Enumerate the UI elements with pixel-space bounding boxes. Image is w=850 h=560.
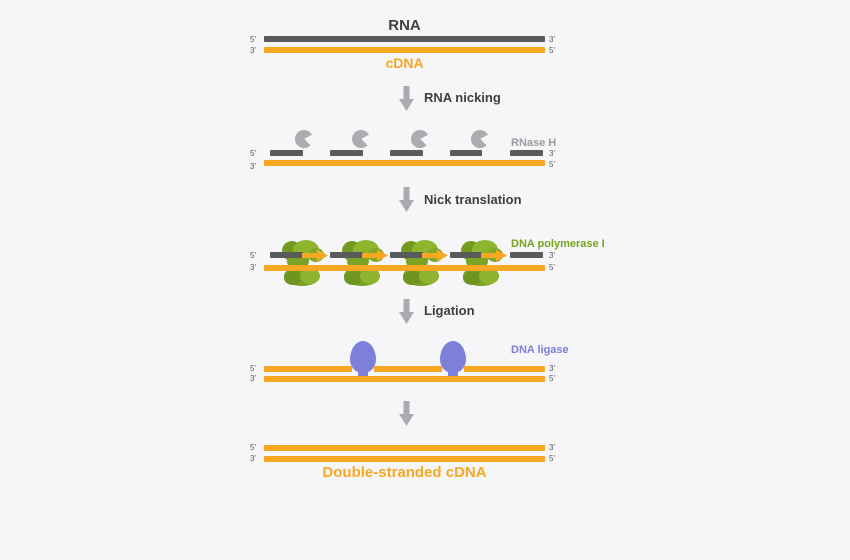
rna-fragment [270,252,303,258]
cdna-strand [264,265,545,271]
new-dna-segment [374,366,442,372]
prime-label: 3' [549,149,555,158]
rna-fragment [330,252,363,258]
prime-label: 3' [250,263,256,272]
rna-fragment [510,252,543,258]
prime-label: 3' [549,251,555,260]
rna-strand [264,36,545,42]
prime-label: 3' [250,162,256,171]
down-arrow-icon [399,299,414,324]
prime-label: 5' [549,454,555,463]
rnase-h-icon [471,130,489,148]
step-label-ligation: Ligation [424,303,475,318]
dna-polymerase-label: DNA polymerase I [511,238,605,250]
prime-label: 5' [250,149,256,158]
step-label-nick-translation: Nick translation [424,192,522,207]
polymerase-icon [401,240,443,286]
dna-strand [264,445,545,451]
rna-fragment [390,252,423,258]
prime-label: 3' [549,364,555,373]
polymerase-icon [282,240,324,286]
prime-label: 3' [250,46,256,55]
down-arrow-icon [399,86,414,111]
prime-label: 3' [549,35,555,44]
polymerase-icon [461,240,503,286]
cdna-strand [264,160,545,166]
dna-ligase-label: DNA ligase [511,344,569,356]
synthesis-arrow-icon [422,249,448,262]
prime-label: 5' [250,251,256,260]
prime-label: 5' [549,263,555,272]
ligase-icon [350,341,376,378]
prime-label: 5' [250,35,256,44]
polymerase-icon [342,240,384,286]
dna-strand [264,456,545,462]
prime-label: 5' [549,46,555,55]
prime-label: 3' [250,374,256,383]
rna-fragment [330,150,363,156]
new-dna-segment [264,366,352,372]
prime-label: 5' [250,364,256,373]
rnase-h-icon [411,130,429,148]
cdna-strand [264,376,545,382]
rna-fragment [450,252,482,258]
prime-label: 3' [549,443,555,452]
step-label-nicking: RNA nicking [424,90,501,105]
synthesis-arrow-icon [302,249,328,262]
prime-label: 3' [250,454,256,463]
prime-label: 5' [549,374,555,383]
new-dna-segment [464,366,545,372]
prime-label: 5' [250,443,256,452]
rna-fragment [450,150,482,156]
final-caption: Double-stranded cDNA [322,464,487,481]
synthesis-arrow-icon [362,249,388,262]
ligase-icon [440,341,466,378]
synthesis-arrow-icon [481,249,507,262]
down-arrow-icon [399,187,414,212]
rna-fragment [270,150,303,156]
rna-title: RNA [388,17,421,34]
cdna-caption: cDNA [385,55,424,71]
rnase-h-label: RNase H [511,137,557,149]
rnase-h-icon [352,130,370,148]
down-arrow-icon [399,401,414,426]
rna-fragment [510,150,543,156]
rnase-h-icon [295,130,313,148]
rna-fragment [390,150,423,156]
cdna-strand [264,47,545,53]
prime-label: 5' [549,160,555,169]
